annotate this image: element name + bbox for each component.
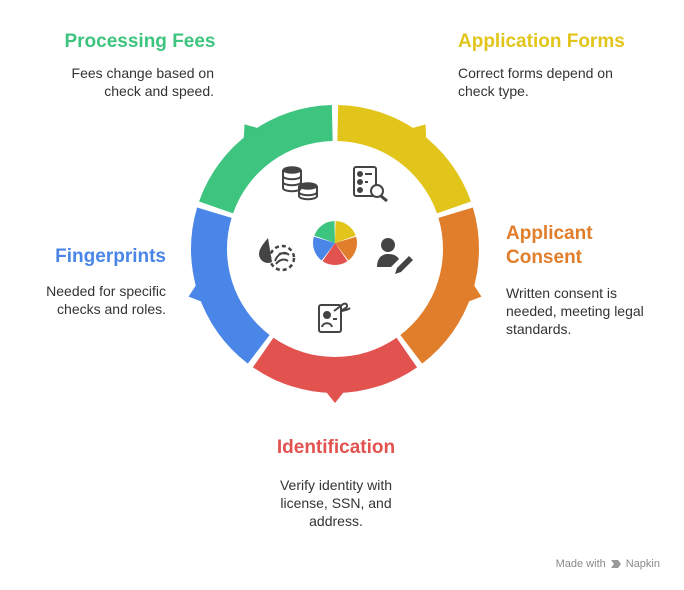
footer-prefix: Made with bbox=[555, 558, 606, 570]
fingerprint-icon bbox=[259, 238, 296, 272]
footer-attribution: Made with Napkin bbox=[556, 558, 660, 570]
person-pen-icon bbox=[377, 238, 413, 274]
id-card-signature-icon bbox=[318, 302, 351, 333]
application-forms-title: Application Forms bbox=[458, 31, 625, 52]
footer-brand: Napkin bbox=[625, 558, 660, 570]
center-pie-slice-forms bbox=[335, 221, 356, 243]
ring-arrow-identification bbox=[325, 390, 345, 403]
ring-arrow-fees bbox=[243, 124, 260, 141]
center-pie-slice-fingerprints bbox=[313, 236, 335, 261]
applicant-consent-description: Written consent is needed, meeting legal… bbox=[506, 285, 644, 337]
center-pie-icon bbox=[313, 221, 357, 265]
processing-fees-description: Fees change based on check and speed. bbox=[71, 65, 214, 99]
identification-description: Verify identity with license, SSN, and a… bbox=[279, 477, 393, 529]
applicant-consent-title: Applicant Consent bbox=[506, 223, 593, 268]
center-pie-slice-consent bbox=[335, 236, 357, 261]
ring-arrow-fingerprints bbox=[188, 283, 204, 303]
fingerprints-title: Fingerprints bbox=[55, 246, 166, 267]
identification-title: Identification bbox=[276, 437, 396, 458]
ring-segment-fingerprints bbox=[190, 207, 270, 364]
ring-arrow-consent bbox=[466, 283, 482, 303]
application-forms-description: Correct forms depend on check type. bbox=[458, 65, 613, 99]
ring-segment-fees bbox=[199, 105, 333, 214]
napkin-logo-icon bbox=[610, 560, 621, 568]
ring-arrow-forms bbox=[410, 124, 427, 141]
ring-segment-forms bbox=[337, 105, 471, 214]
processing-fees-title: Processing Fees bbox=[64, 31, 216, 52]
document-search-icon bbox=[353, 166, 388, 203]
ring-segments bbox=[188, 105, 482, 403]
center-pie-slice-identification bbox=[322, 243, 348, 265]
fingerprints-description: Needed for specific checks and roles. bbox=[46, 283, 166, 317]
ring-segment-consent bbox=[400, 207, 479, 364]
center-pie-slice-fees bbox=[314, 221, 335, 243]
ring-segment-identification bbox=[252, 337, 418, 394]
coins-icon bbox=[282, 166, 318, 201]
